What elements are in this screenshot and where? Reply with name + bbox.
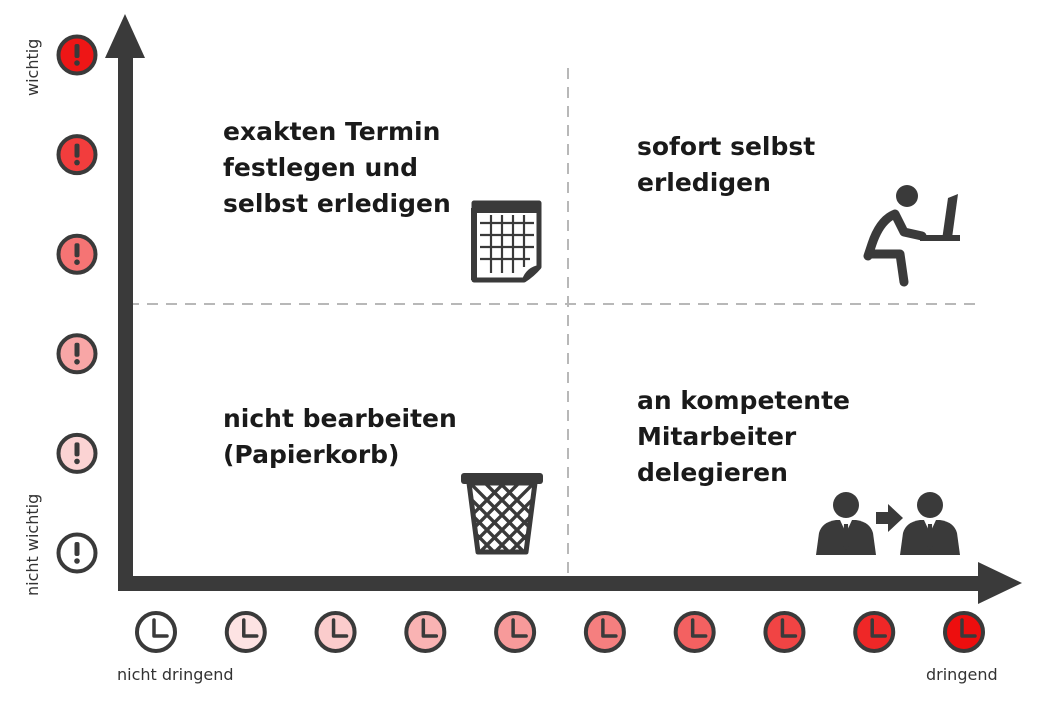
exclamation-icon	[56, 532, 98, 574]
quadrant-line: (Papierkorb)	[223, 440, 400, 469]
x-axis-label-right: dringend	[926, 665, 998, 684]
exclamation-icon	[56, 134, 98, 176]
clock-icon	[135, 611, 177, 653]
quadrant-line: sofort selbst	[637, 132, 816, 161]
clock-icon	[494, 611, 537, 653]
x-axis	[118, 562, 1022, 604]
quadrant-top-left-text: exakten Termin festlegen und selbst erle…	[223, 114, 451, 222]
quadrant-line: delegieren	[637, 458, 788, 487]
person-left	[816, 492, 876, 555]
clock-icon	[763, 611, 806, 653]
y-axis-markers	[56, 34, 98, 574]
quadrant-line: exakten Termin	[223, 117, 441, 146]
person-right	[900, 492, 960, 555]
quadrant-line: selbst erledigen	[223, 189, 451, 218]
quadrant-line: festlegen und	[223, 153, 419, 182]
exclamation-icon	[56, 432, 98, 474]
clock-icon	[673, 611, 716, 653]
quadrant-line: erledigen	[637, 168, 771, 197]
x-axis-markers	[135, 611, 985, 653]
y-axis-label-bottom: nicht wichtig	[23, 493, 42, 596]
quadrant-line: an kompetente	[637, 386, 851, 415]
wastebasket-icon	[461, 473, 543, 555]
exclamation-icon	[56, 333, 98, 375]
x-axis-label-left: nicht dringend	[117, 665, 234, 684]
quadrant-line: nicht bearbeiten	[223, 404, 457, 433]
quadrant-bottom-left-text: nicht bearbeiten (Papierkorb)	[223, 401, 457, 473]
quadrant-top-right-text: sofort selbst erledigen	[637, 129, 815, 201]
quadrant-line: Mitarbeiter	[637, 422, 797, 451]
clock-icon	[853, 611, 896, 653]
delegate-icon	[816, 492, 960, 555]
arrow-right-icon	[876, 504, 903, 532]
y-axis	[105, 14, 145, 590]
clock-icon	[583, 611, 626, 653]
person-at-computer-icon	[863, 185, 960, 287]
clock-icon	[943, 611, 985, 653]
exclamation-icon	[56, 233, 98, 275]
calendar-icon	[471, 200, 542, 283]
y-axis-label-top: wichtig	[23, 38, 42, 96]
exclamation-icon	[56, 34, 98, 76]
quadrant-bottom-right-text: an kompetente Mitarbeiter delegieren	[637, 383, 850, 491]
clock-icon	[404, 611, 447, 653]
clock-icon	[224, 611, 267, 653]
clock-icon	[314, 611, 357, 653]
